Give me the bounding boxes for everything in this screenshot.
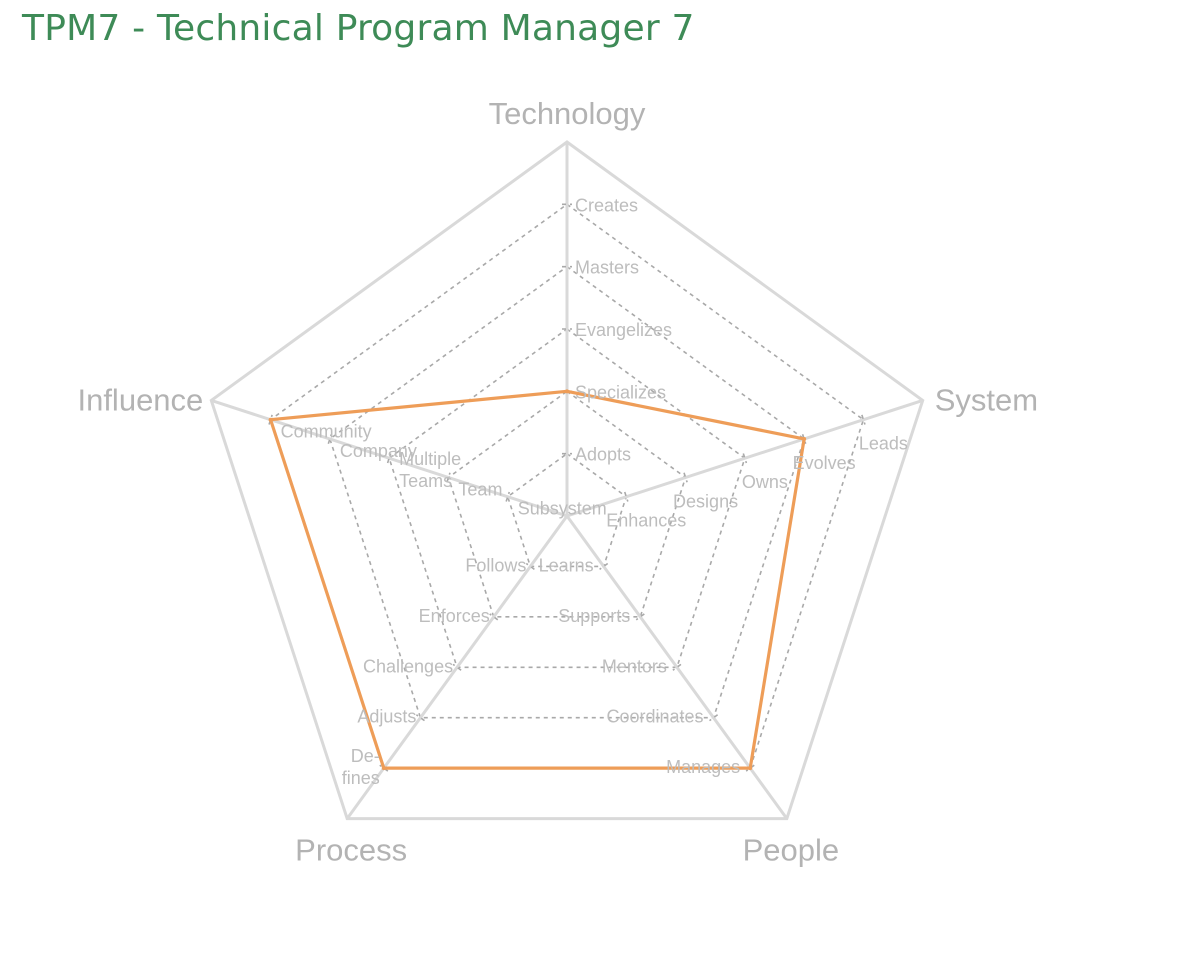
- axis-label-people: People: [743, 833, 840, 868]
- level-label-system-2: Designs: [673, 491, 738, 511]
- grid-outer-ring: [209, 140, 925, 821]
- series-point-process: [381, 766, 386, 771]
- axis-label-technology: Technology: [489, 96, 646, 131]
- axis-tick: [452, 663, 462, 671]
- series-point-influence: [268, 417, 273, 422]
- level-label-process-2: Enforces: [419, 606, 490, 626]
- axis-tick: [635, 613, 645, 621]
- axis-tick: [745, 764, 755, 772]
- series-outline-0: [268, 389, 806, 770]
- level-label-people-3: Mentors: [602, 656, 667, 676]
- axis-tick: [861, 414, 866, 425]
- level-label-technology-2: Specializes: [575, 382, 666, 402]
- axis-tick: [505, 491, 511, 502]
- level-label-system-3: Owns: [742, 472, 788, 492]
- series-point-technology: [565, 389, 569, 394]
- axis-tick: [379, 764, 389, 772]
- axis-tick: [709, 714, 719, 722]
- level-label-process-3: Challenges: [363, 656, 453, 676]
- page-title: TPM7 - Technical Program Manager 7: [22, 8, 695, 49]
- level-label-process-5: De-fines: [342, 746, 380, 788]
- axis-tick: [489, 613, 499, 621]
- axis-tick: [446, 472, 451, 483]
- axis-label-process: Process: [295, 833, 407, 868]
- level-label-technology-3: Evangelizes: [575, 320, 672, 340]
- axis-tick: [683, 472, 688, 483]
- axis-label-system: System: [935, 382, 1038, 417]
- series-point-people: [748, 766, 753, 771]
- level-label-influence-1: Subsystem: [518, 499, 607, 519]
- axis-spoke-system: [566, 399, 924, 518]
- axis-tick: [742, 453, 748, 464]
- level-label-process-4: Adjusts: [357, 707, 416, 727]
- level-label-system-5: Leads: [859, 434, 908, 454]
- level-label-people-5: Manages: [666, 757, 740, 777]
- level-label-people-1: Learns: [539, 555, 594, 575]
- level-label-technology-4: Masters: [575, 258, 639, 278]
- axis-tick: [525, 562, 535, 571]
- axis-tick: [327, 433, 333, 444]
- axis-tick: [415, 714, 425, 722]
- grid-ring-1: [506, 452, 628, 568]
- level-label-people-2: Supports: [558, 606, 630, 626]
- axis-tick: [268, 414, 273, 425]
- level-label-system-1: Enhances: [606, 511, 686, 531]
- level-label-technology-5: Creates: [575, 195, 638, 215]
- level-label-influence-4: Company: [340, 441, 417, 461]
- axis-tick: [672, 663, 682, 671]
- level-label-people-4: Coordinates: [606, 707, 703, 727]
- level-label-influence-2: Team: [458, 479, 502, 499]
- level-label-technology-1: Adopts: [575, 445, 631, 465]
- series-point-system: [802, 436, 807, 441]
- level-label-system-4: Evolves: [793, 453, 856, 473]
- level-label-process-1: Follows: [465, 555, 526, 575]
- axis-tick: [599, 562, 609, 571]
- grid-ring-2: [447, 390, 687, 618]
- level-label-influence-5: Community: [281, 422, 372, 442]
- axis-label-influence: Influence: [77, 382, 203, 417]
- grid-ring-3: [388, 328, 746, 669]
- axis-tick: [386, 453, 392, 464]
- axis-tick: [623, 491, 629, 502]
